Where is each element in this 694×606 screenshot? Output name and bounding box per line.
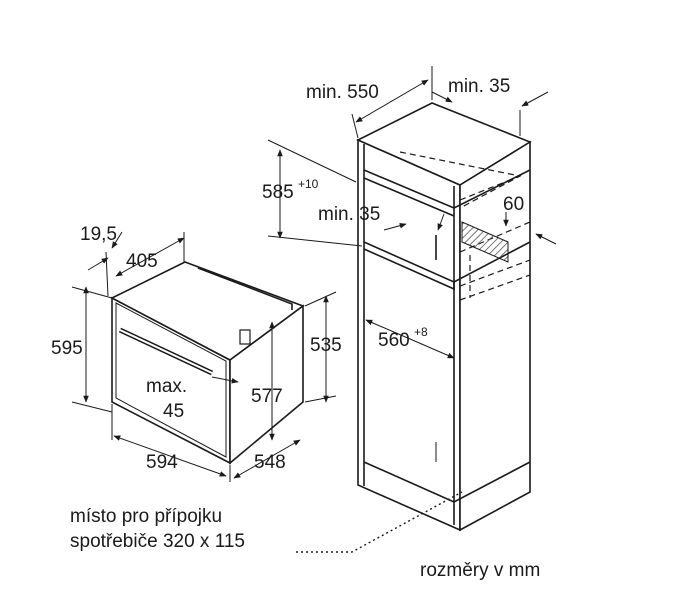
cabinet-dimensions (267, 66, 557, 359)
cabinet-min-depth-label: min. 550 (306, 82, 379, 103)
cabinet-min-back-gap-label: min. 35 (448, 76, 510, 97)
connection-note-line1: místo pro přípojku (70, 506, 222, 527)
oven-drawing (110, 261, 305, 465)
units-note: rozměry v mm (420, 560, 540, 581)
cabinet-min-vent-label: min. 35 (318, 204, 380, 225)
oven-max-value: 45 (163, 401, 184, 422)
oven-side-face (229, 304, 304, 465)
oven-front-width-label: 594 (146, 452, 178, 473)
niche-height-label: 585 (262, 182, 294, 203)
vent-height-label: 60 (503, 194, 524, 215)
oven-front-height-label: 595 (51, 338, 83, 359)
niche-width-label: 560 (378, 330, 410, 351)
niche-width-tolerance: +8 (414, 325, 428, 339)
oven-body-depth-label: 548 (254, 452, 286, 473)
vent-opening (461, 221, 509, 263)
oven-max-label: max. (146, 376, 187, 397)
niche-height-tolerance: +10 (298, 177, 319, 191)
cabinet-drawing (356, 102, 532, 532)
oven-dimensions (71, 231, 337, 482)
oven-inner-height-label: 577 (251, 386, 283, 407)
connection-leader (296, 491, 463, 553)
oven-top-depth-label: 405 (126, 251, 158, 272)
oven-depth-offset-label: 19,5 (80, 224, 117, 245)
cabinet-hidden-lines (399, 151, 531, 301)
connection-note-line2: spotřebiče 320 x 115 (70, 531, 245, 552)
oven-body-height-label: 535 (310, 335, 342, 356)
